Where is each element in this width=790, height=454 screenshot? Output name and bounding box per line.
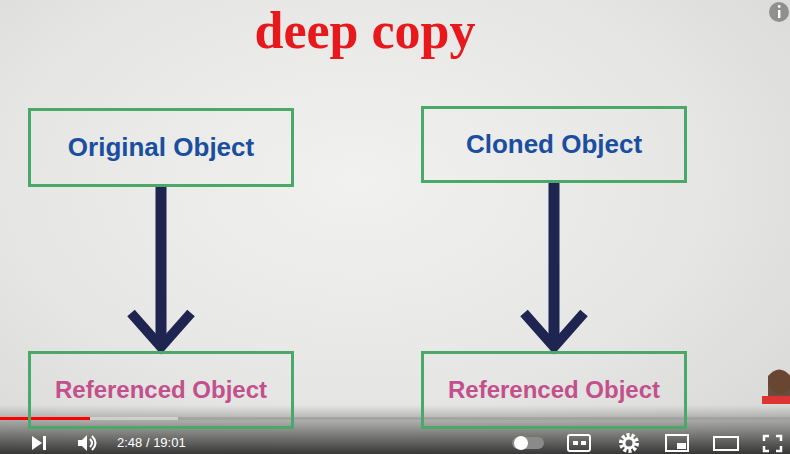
- autoplay-knob: [514, 436, 528, 450]
- cc-mark: [573, 441, 578, 445]
- progress-played: [0, 417, 90, 420]
- arrow-head: [131, 313, 191, 347]
- progress-track: [0, 417, 790, 420]
- volume-icon: [78, 435, 87, 451]
- settings-icon-ring: [624, 438, 634, 448]
- object-box: Cloned Object: [421, 106, 687, 183]
- progress-buffer: [0, 417, 178, 420]
- next-icon-bar: [43, 436, 46, 450]
- info-icon-dot: [778, 5, 781, 8]
- box-label: Original Object: [68, 132, 254, 163]
- box-label: Referenced Object: [448, 376, 660, 404]
- box-label: Referenced Object: [55, 376, 267, 404]
- arrow-shaft: [549, 183, 560, 344]
- object-box: Original Object: [28, 108, 294, 187]
- settings-icon: [621, 435, 637, 451]
- slide-title: deep copy: [0, 2, 730, 59]
- autoplay-toggle: [512, 437, 544, 449]
- volume-wave: [92, 436, 96, 450]
- next-icon: [32, 436, 42, 450]
- avatar-hair: [768, 369, 790, 400]
- reference-arrow: [524, 183, 584, 347]
- miniplayer-inner: [677, 443, 686, 449]
- box-label: Cloned Object: [466, 129, 642, 160]
- subscribe-badge: [762, 396, 790, 404]
- cc-mark: [581, 441, 586, 445]
- player-shade: [0, 405, 790, 454]
- theater-icon: [714, 437, 738, 450]
- cc-icon: [568, 435, 590, 451]
- fullscreen-icon: [764, 436, 781, 451]
- object-box: Referenced Object: [421, 351, 687, 429]
- miniplayer-icon: [666, 435, 688, 451]
- time-display: 2:48 / 19:01: [117, 435, 186, 450]
- reference-arrow: [131, 187, 191, 347]
- info-icon: [769, 2, 789, 22]
- arrow-head: [524, 313, 584, 347]
- arrow-shaft: [156, 187, 167, 344]
- info-icon-stem: [778, 10, 780, 18]
- volume-wave: [90, 439, 92, 447]
- object-box: Referenced Object: [28, 351, 294, 429]
